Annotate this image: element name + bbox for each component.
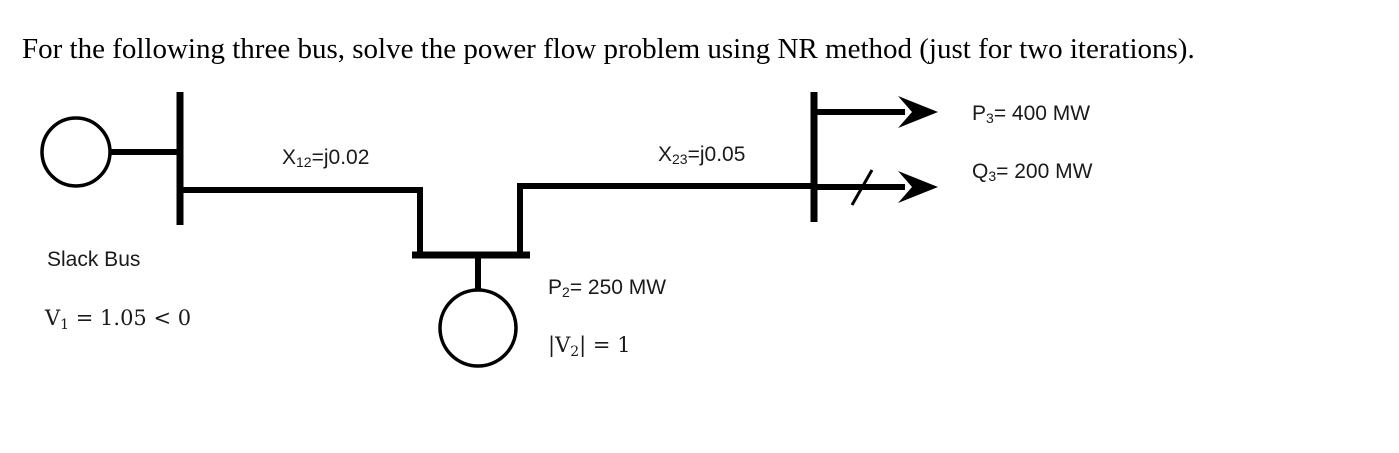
x12-label: X12=j0.02 bbox=[282, 146, 369, 170]
reactive-load-slash bbox=[850, 169, 874, 206]
p3-label: P3= 400 MW bbox=[972, 102, 1090, 126]
q3-label: Q3= 200 MW bbox=[972, 160, 1093, 184]
slashed-arrow-icon bbox=[898, 171, 938, 203]
generator-2-icon bbox=[438, 288, 518, 368]
x23-label: X23=j0.05 bbox=[658, 143, 745, 167]
arrow-right-icon bbox=[898, 96, 938, 128]
line-23 bbox=[517, 183, 814, 255]
line-12 bbox=[180, 187, 423, 255]
p2-label: P2= 250 MW bbox=[548, 276, 666, 300]
v1-label: V1 = 1.05 < 0 bbox=[44, 306, 191, 333]
slack-bus-label: Slack Bus bbox=[47, 248, 140, 271]
question-text: For the following three bus, solve the p… bbox=[22, 33, 1195, 65]
generator-1-icon bbox=[40, 116, 112, 188]
v2-label: |V2| = 1 bbox=[548, 333, 631, 360]
